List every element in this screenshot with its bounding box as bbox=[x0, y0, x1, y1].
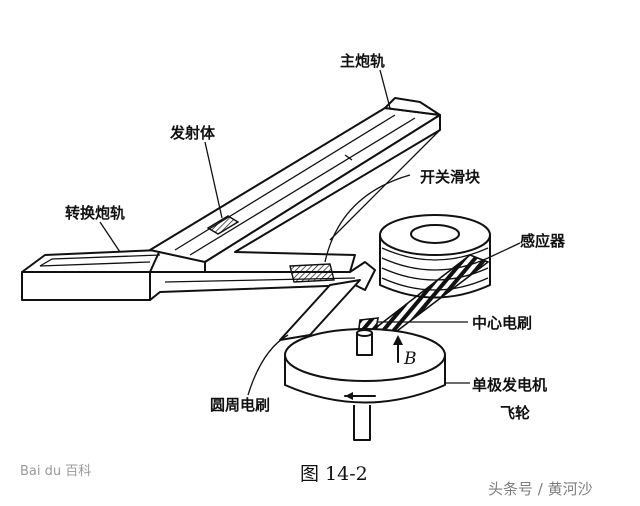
label-switch-slider: 开关滑块 bbox=[420, 168, 481, 186]
transfer-rail bbox=[21, 249, 161, 301]
connector-bar bbox=[279, 279, 361, 341]
inductor-coil bbox=[379, 214, 491, 299]
watermark-right: 头条号 / 黄河沙 bbox=[488, 480, 593, 498]
label-main-rail: 主炮轨 bbox=[340, 52, 385, 70]
flywheel-disk bbox=[284, 328, 446, 441]
label-peripheral-brush: 圆周电刷 bbox=[210, 396, 270, 414]
label-center-brush: 中心电刷 bbox=[472, 314, 532, 332]
leader-lines bbox=[99, 69, 521, 396]
label-inductor: 感应器 bbox=[520, 232, 566, 250]
label-homopolar-generator: 单极发电机 bbox=[472, 376, 547, 394]
switch-slider bbox=[289, 263, 335, 283]
label-projectile: 发射体 bbox=[169, 124, 216, 142]
label-flywheel: 飞轮 bbox=[500, 404, 530, 422]
watermark-left: Bai du 百科 bbox=[20, 464, 91, 479]
label-field-b: B bbox=[403, 349, 417, 369]
figure-caption: 图 14-2 bbox=[300, 463, 368, 485]
projectile bbox=[206, 215, 240, 235]
label-transfer-rail: 转换炮轨 bbox=[65, 204, 125, 222]
